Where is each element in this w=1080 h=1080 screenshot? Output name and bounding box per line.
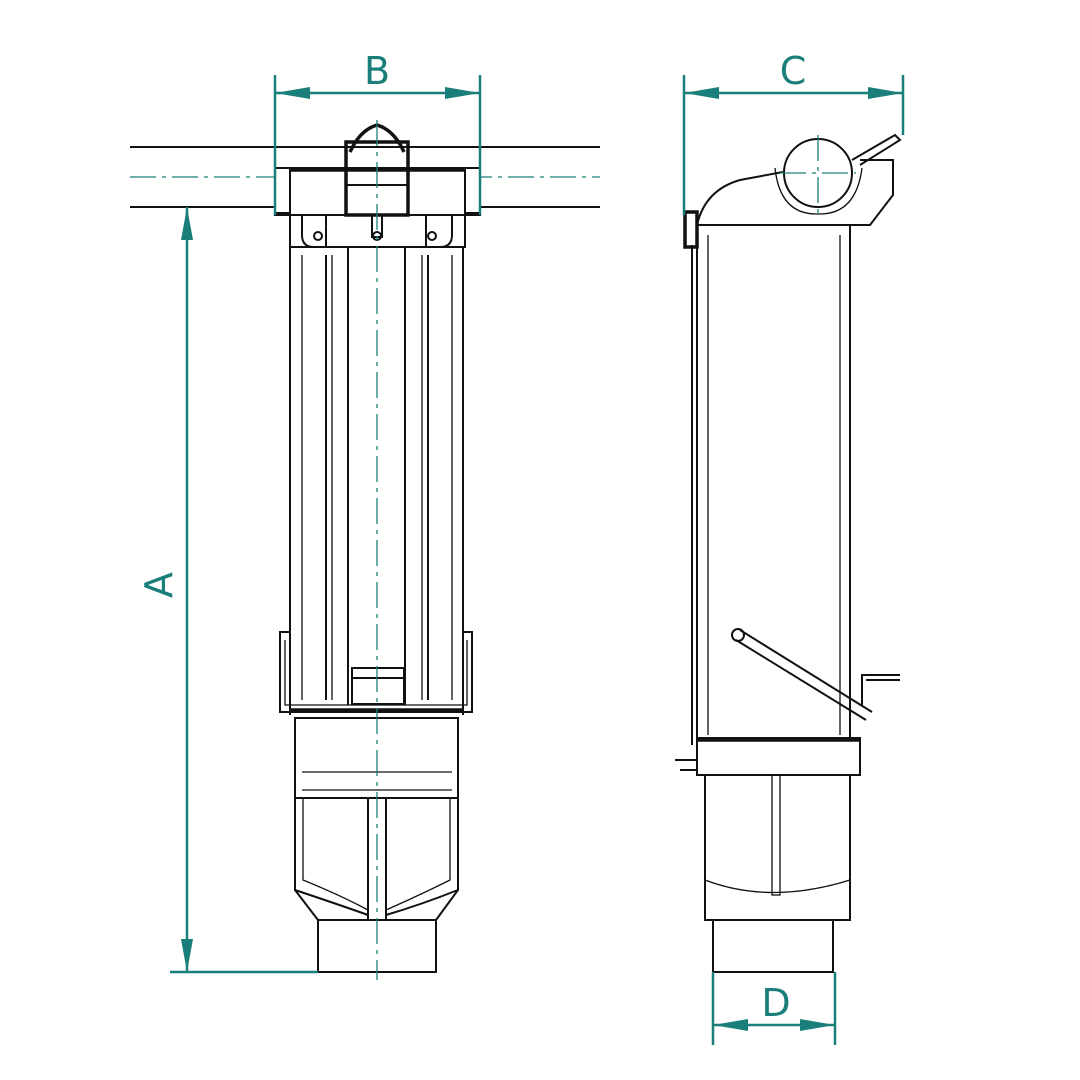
dimension-label-b: B [364,49,390,93]
dimension-b [273,75,482,215]
dimension-a [170,207,318,974]
dimension-label-d: D [761,981,790,1025]
dimension-d [711,972,837,1045]
dimension-label-a: A [137,572,181,598]
dimension-label-c: C [780,49,807,93]
dimension-c [682,75,905,215]
side-view [675,133,902,973]
front-view [130,120,600,980]
